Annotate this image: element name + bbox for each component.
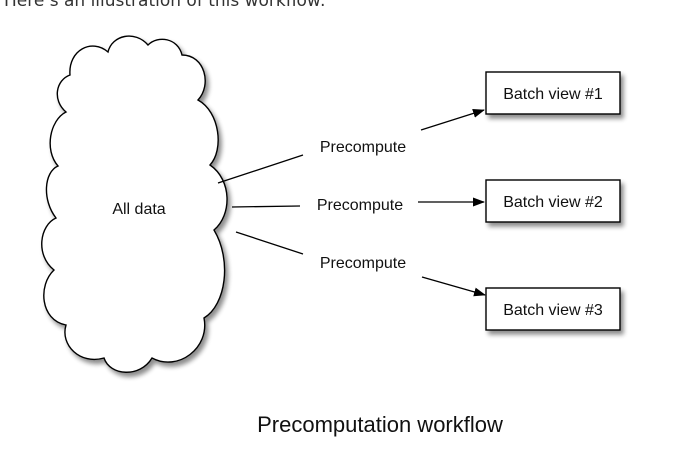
edge-1-line-in — [217, 154, 304, 184]
batch-view-3-label: Batch view #3 — [503, 302, 603, 319]
edge-3-line-in — [235, 231, 304, 255]
batch-view-2-box: Batch view #2 — [485, 179, 621, 223]
edge-3-arrow — [421, 276, 486, 297]
batch-view-3-box: Batch view #3 — [485, 287, 621, 331]
batch-view-1-box: Batch view #1 — [485, 71, 621, 115]
intro-text: Here’s an illustration of this workflow: — [4, 0, 326, 11]
precompute-edge-3: Precompute — [235, 231, 486, 297]
edge-2-label: Precompute — [317, 197, 403, 214]
precompute-edge-2: Precompute — [231, 197, 485, 214]
edge-3-label: Precompute — [320, 255, 406, 272]
edge-1-arrow — [420, 109, 485, 131]
all-data-label: All data — [112, 201, 165, 218]
precompute-edge-1: Precompute — [217, 109, 485, 184]
edge-1-label: Precompute — [320, 139, 406, 156]
batch-view-2-label: Batch view #2 — [503, 194, 603, 211]
diagram-caption: Precomputation workflow — [257, 412, 503, 437]
all-data-cloud: All data — [41, 35, 228, 373]
edge-2-line-in — [231, 205, 301, 208]
batch-view-1-label: Batch view #1 — [503, 86, 603, 103]
